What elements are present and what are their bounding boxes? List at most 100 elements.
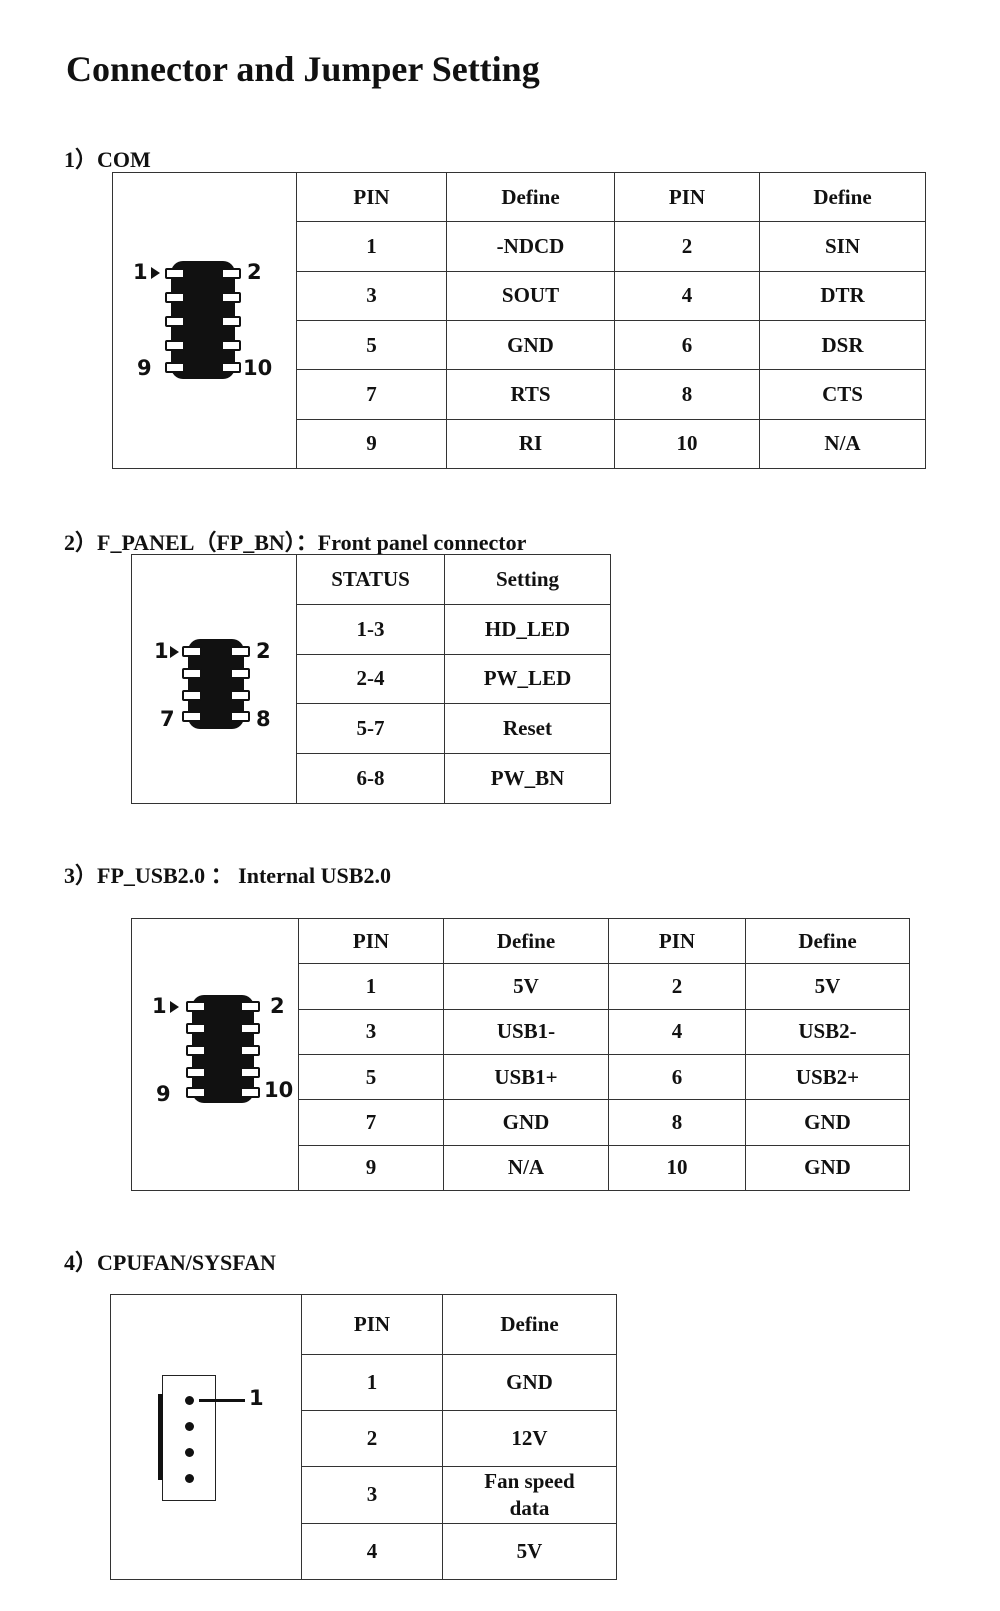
pin-cell: 3 [301,1466,443,1524]
pin-cell: 5 [296,319,447,371]
define-cell: RTS [446,369,615,420]
pin-cell: 7 [298,1099,444,1146]
status-cell: 1-3 [296,603,445,655]
setting-cell: PW_BN [444,753,611,804]
pin-cell: 5 [298,1053,444,1101]
pin-cell: 6 [608,1053,746,1101]
define-cell: GND [442,1354,617,1411]
pin-cell: 1 [301,1354,443,1411]
pin-cell: 9 [296,418,447,470]
fan-pin-label-1: 1 [249,1386,264,1410]
pin-cell: 7 [296,369,447,420]
pin-cell: 8 [608,1099,746,1146]
pin-header-icon [182,639,250,729]
pin-cell: 1 [296,221,447,272]
com-heading: 1）COM [64,147,151,172]
pin-cell: 6 [614,319,760,371]
header-cell: Define [442,1294,617,1355]
define-cell: 5V [442,1523,617,1580]
fpanel-pin-label-1: 1 [154,639,169,663]
pin-cell: 1 [298,963,444,1010]
setting-cell: Reset [444,703,611,755]
pin1-arrow-icon [170,1001,179,1013]
pin-cell: 4 [614,270,760,321]
table-row: 1 2 7 8 STATUS Setting [131,554,611,804]
pin-cell: 3 [298,1008,444,1055]
define-cell: DSR [759,319,926,371]
header-cell: STATUS [296,554,445,605]
define-cell: USB2+ [745,1053,910,1101]
pin-cell: 2 [614,221,760,272]
fpanel-connector-figure: 1 2 7 8 [131,554,297,804]
define-cell: CTS [759,369,926,420]
define-cell: 12V [442,1410,617,1467]
pin1-arrow-icon [151,267,160,279]
pin-cell: 10 [608,1144,746,1192]
pin-cell: 9 [298,1144,444,1192]
define-cell: N/A [759,418,926,470]
define-cell: SOUT [446,270,615,321]
com-pin-label-1: 1 [133,260,148,284]
define-cell: USB2- [745,1008,910,1055]
header-cell: Setting [444,554,611,605]
usb-pin-label-1: 1 [152,994,167,1018]
pin-cell: 2 [301,1410,443,1467]
pin-cell: 4 [608,1008,746,1055]
com-connector-figure: 1 2 9 10 [112,172,297,469]
define-cell: RI [446,418,615,470]
com-pin-label-2: 2 [247,260,262,284]
define-cell: -NDCD [446,221,615,272]
header-cell: PIN [608,917,746,965]
define-cell: USB1- [443,1008,609,1055]
com-pin-label-10: 10 [243,356,273,380]
header-cell: PIN [614,171,760,223]
table-row: 1 PIN Define [110,1294,617,1580]
define-cell: USB1+ [443,1053,609,1101]
define-cell: 5V [443,963,609,1010]
pin-cell: 10 [614,418,760,470]
header-cell: PIN [296,171,447,223]
header-cell: Define [745,917,910,965]
usb-heading: 3）FP_USB2.0 ： Internal USB2.0 [64,863,391,888]
fpanel-pin-label-8: 8 [256,707,271,731]
fpanel-pin-label-7: 7 [160,707,175,731]
setting-cell: HD_LED [444,603,611,655]
fpanel-pin-label-2: 2 [256,639,271,663]
header-cell: PIN [298,917,444,965]
pin-header-icon [165,261,241,379]
header-cell: Define [446,171,615,223]
define-cell: 5V [745,963,910,1010]
header-cell: PIN [301,1294,443,1355]
header-cell: Define [443,917,609,965]
usb-pin-label-2: 2 [270,994,285,1018]
define-cell: N/A [443,1144,609,1192]
pin1-arrow-icon [170,646,179,658]
com-pin-label-9: 9 [137,356,152,380]
define-cell: GND [443,1099,609,1146]
pin-cell: 8 [614,369,760,420]
setting-cell: PW_LED [444,653,611,705]
table-row: 1 2 9 10 PIN Define PIN Define [112,171,926,469]
fan-connector-icon [158,1375,245,1501]
define-cell: GND [745,1144,910,1192]
table-row: 1 2 9 10 PIN Define PIN Define [131,917,910,1191]
define-cell: GND [745,1099,910,1146]
status-cell: 5-7 [296,703,445,755]
header-cell: Define [759,171,926,223]
define-cell: DTR [759,270,926,321]
define-cell: SIN [759,221,926,272]
